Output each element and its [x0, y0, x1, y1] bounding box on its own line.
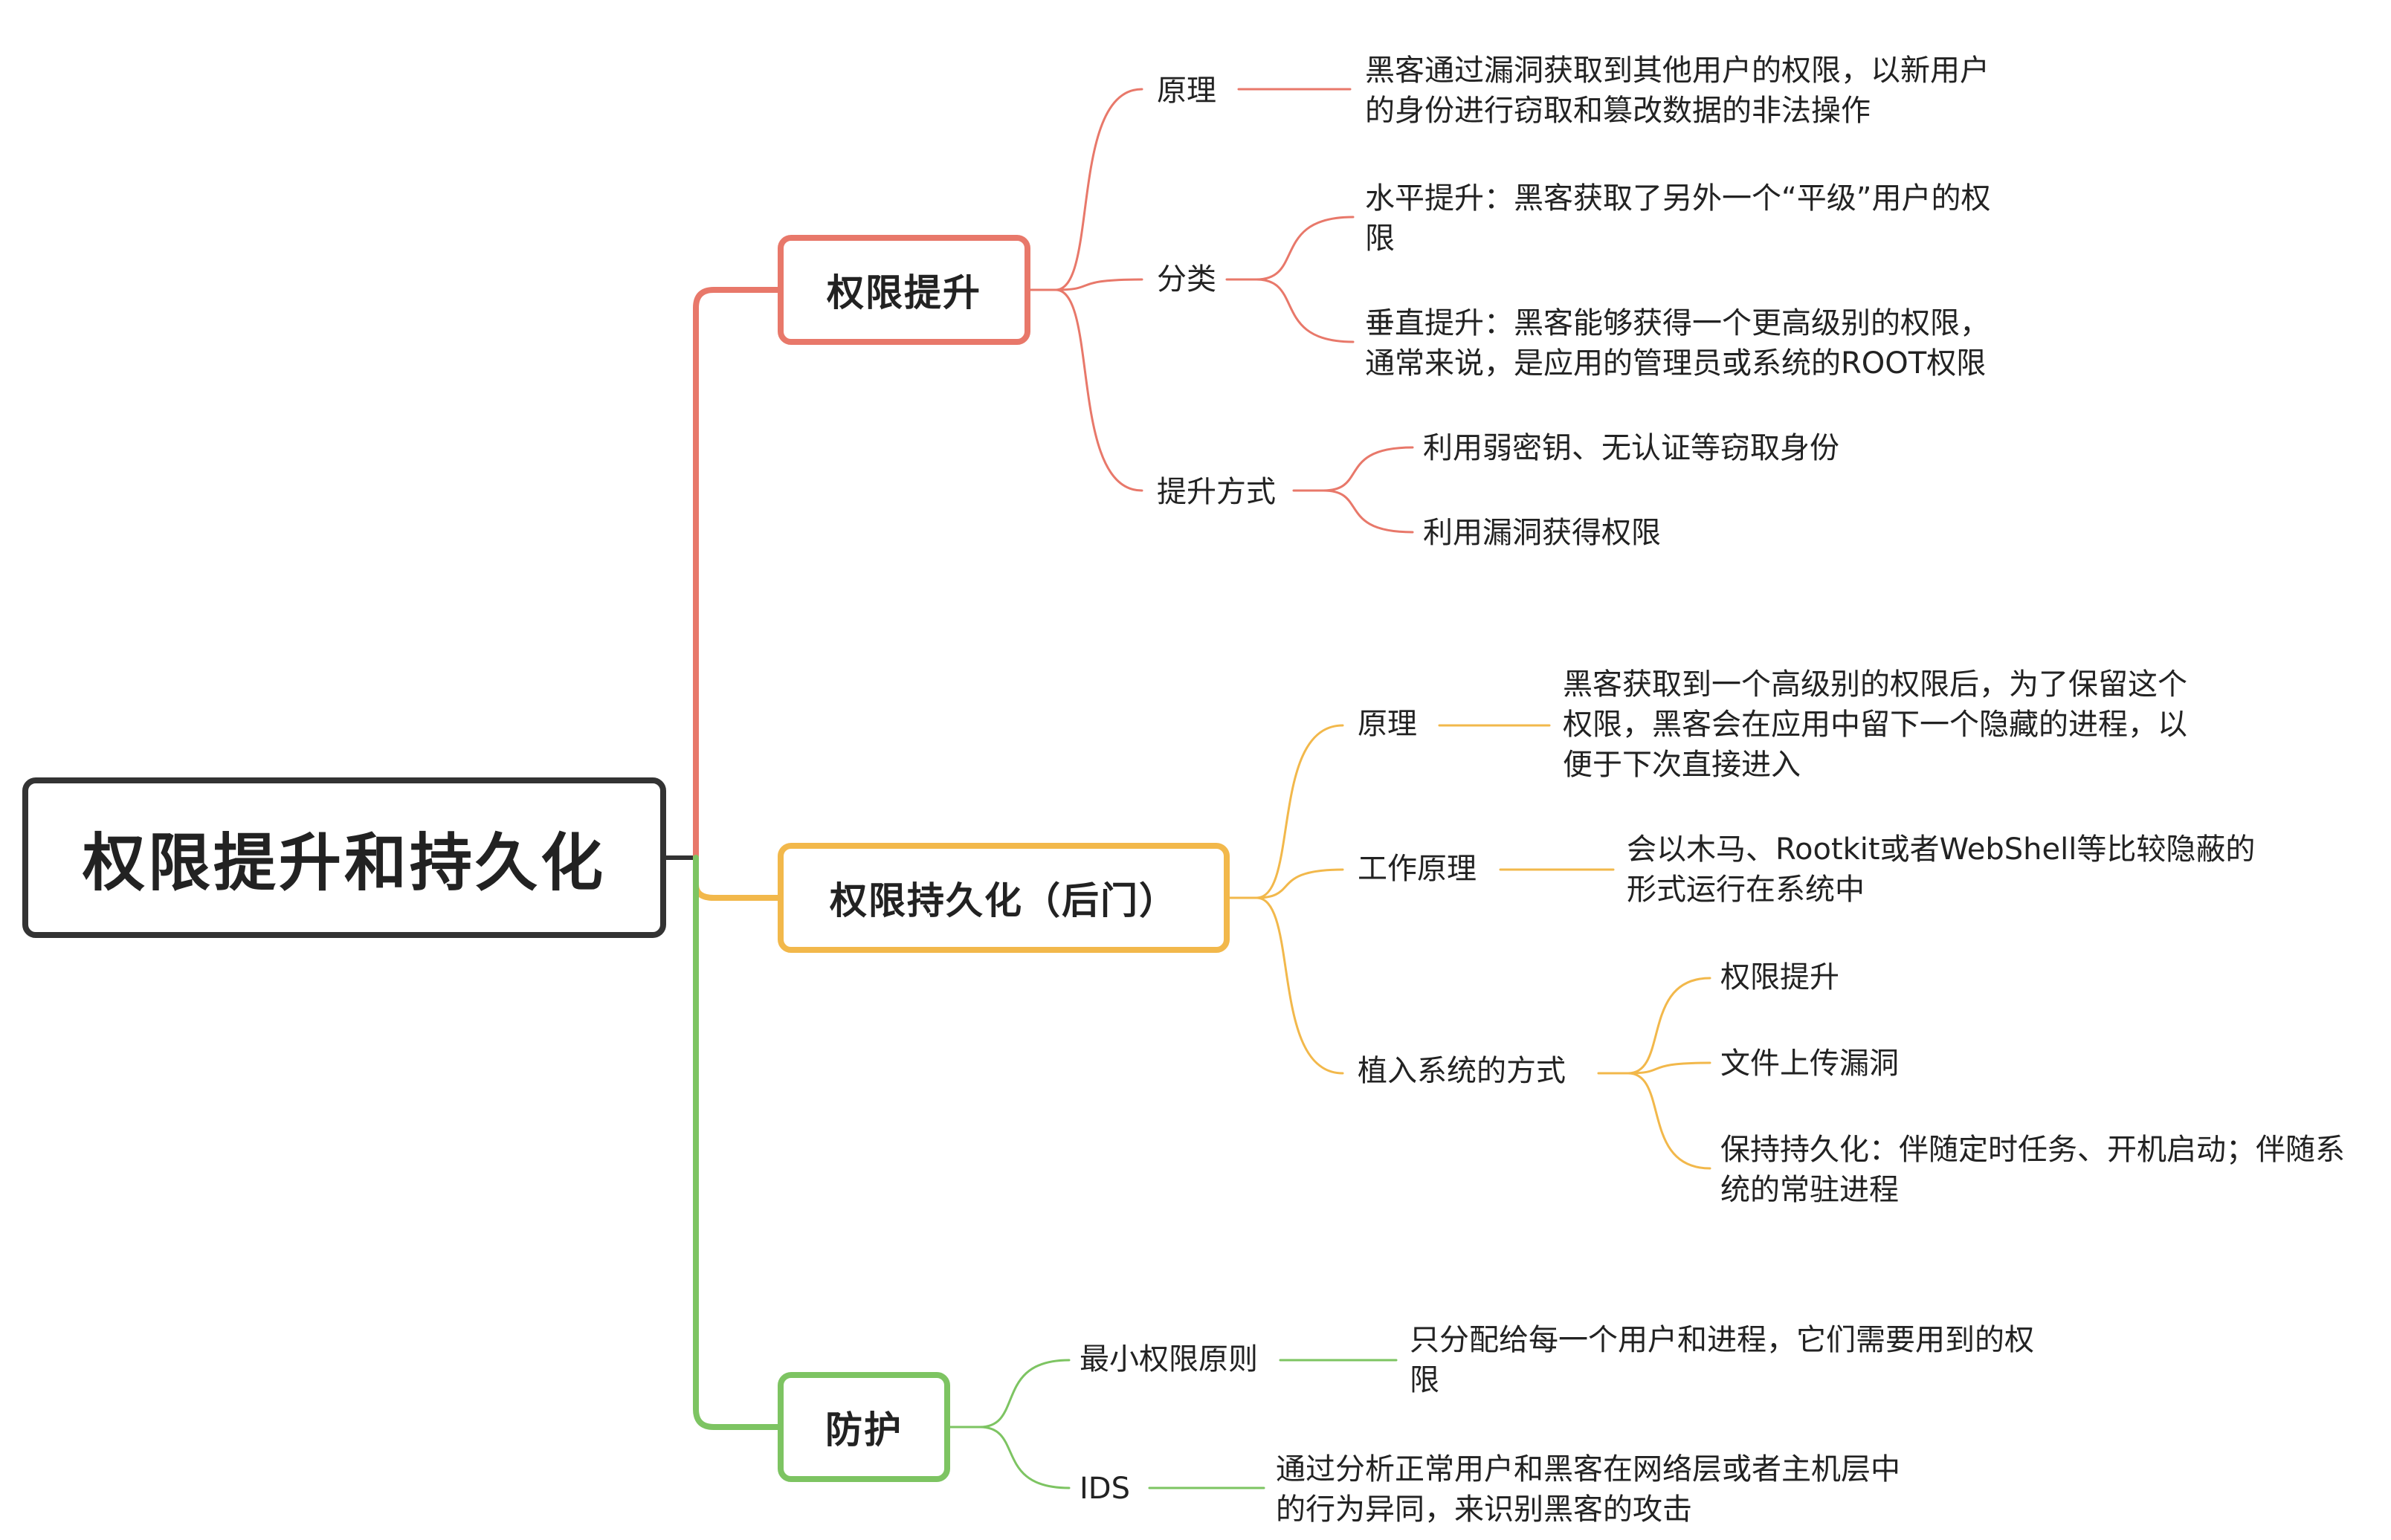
topic-connector: [1255, 724, 1344, 899]
leaf-line: 便于下次直接进入: [1563, 748, 1801, 782]
topic-connector: [1255, 868, 1344, 899]
root-label: 权限提升和持久化: [82, 826, 606, 899]
topic-connector: [978, 1426, 1071, 1489]
topic-principle[interactable]: 原理: [1358, 707, 1417, 741]
topic-connector: [978, 1359, 1071, 1429]
leaf-line: 水平提升：黑客获取了另外一个“平级”用户的权: [1365, 181, 1991, 216]
leaf-connector: [1322, 489, 1414, 534]
leaf-file-upload-vulnerability[interactable]: 文件上传漏洞: [1720, 1046, 1899, 1081]
leaf-connector: [1627, 1061, 1711, 1075]
leaf-line: 权限，黑客会在应用中留下一个隐藏的进程，以: [1563, 708, 2187, 742]
leaf-connector: [1255, 216, 1355, 281]
leaf-weak-key-identity-theft[interactable]: 利用弱密钥、无认证等窃取身份: [1423, 431, 1839, 465]
trunk-connector: [693, 855, 781, 901]
branch-label: 权限持久化（后门）: [830, 879, 1178, 922]
branch-label: 防护: [825, 1408, 903, 1452]
leaf-line: 通过分析正常用户和黑客在网络层或者主机层中: [1276, 1452, 1900, 1486]
topic-working-principle[interactable]: 工作原理: [1358, 852, 1477, 886]
topic-classification[interactable]: 分类: [1157, 262, 1216, 297]
root-node[interactable]: 权限提升和持久化: [22, 777, 666, 938]
topic-connector: [1255, 896, 1344, 1075]
topic-least-privilege[interactable]: 最小权限原则: [1080, 1342, 1258, 1376]
leaf-line: 通常来说，是应用的管理员或系统的ROOT权限: [1365, 346, 1987, 381]
leaf-line: 垂直提升：黑客能够获得一个更高级别的权限，: [1365, 306, 1990, 340]
trunk-connector: [693, 287, 781, 861]
leaf-exploit-vulnerability[interactable]: 利用漏洞获得权限: [1423, 516, 1661, 550]
leaf-line: 限: [1365, 221, 1395, 256]
leaf-line: 的身份进行窃取和篡改数据的非法操作: [1365, 94, 1871, 128]
leaf-connector: [1255, 278, 1355, 343]
leaf-line: 黑客获取到一个高级别的权限后，为了保留这个: [1563, 667, 2187, 702]
leaf-line: 黑客通过漏洞获取到其他用户的权限，以新用户: [1365, 54, 1990, 88]
leaf-line: 保持持久化：伴随定时任务、开机启动；伴随系: [1720, 1133, 2345, 1167]
branch-protection[interactable]: 防护: [778, 1372, 950, 1482]
leaf-line: 形式运行在系统中: [1627, 873, 1865, 907]
topic-principle[interactable]: 原理: [1157, 74, 1216, 108]
leaf-line: 限: [1410, 1363, 1439, 1397]
topic-connector: [1054, 88, 1143, 291]
leaf-line: 会以木马、Rootkit或者WebShell等比较隐蔽的: [1627, 832, 2256, 867]
topic-connector: [1054, 288, 1143, 492]
topic-implant-methods[interactable]: 植入系统的方式: [1358, 1054, 1566, 1088]
branch-privilege-escalation[interactable]: 权限提升: [778, 235, 1030, 345]
topic-connector: [1054, 278, 1143, 291]
branch-label: 权限提升: [827, 271, 981, 314]
leaf-connector: [1627, 1072, 1711, 1170]
leaf-connector: [1627, 977, 1711, 1075]
leaf-connector: [1322, 446, 1414, 492]
topic-ids[interactable]: IDS: [1080, 1472, 1130, 1506]
topic-escalation-methods[interactable]: 提升方式: [1157, 475, 1276, 509]
leaf-privilege-escalation[interactable]: 权限提升: [1720, 960, 1839, 994]
leaf-line: 的行为异同，来识别黑客的攻击: [1276, 1492, 1692, 1527]
leaf-line: 统的常驻进程: [1720, 1173, 1899, 1207]
trunk-connector: [693, 855, 781, 1430]
branch-persistence-backdoor[interactable]: 权限持久化（后门）: [778, 843, 1230, 953]
leaf-line: 只分配给每一个用户和进程，它们需要用到的权: [1410, 1323, 2034, 1357]
